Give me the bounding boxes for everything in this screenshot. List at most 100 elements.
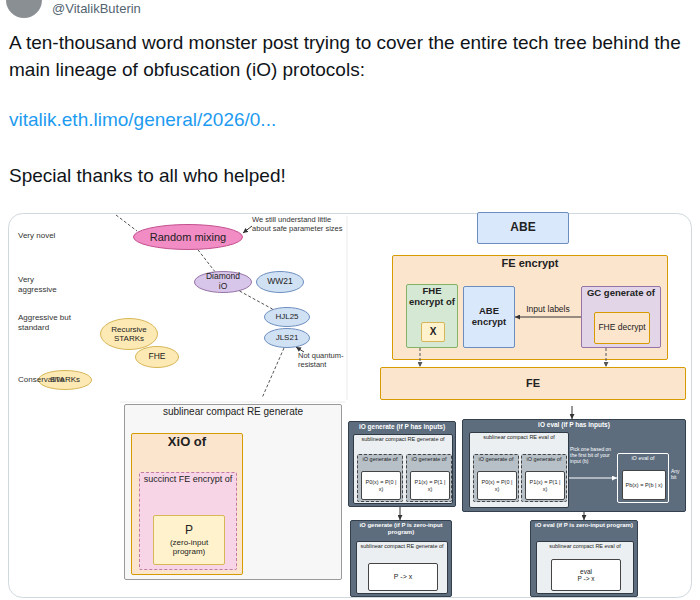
connector (420, 348, 421, 367)
node-text: iO generate of (527, 456, 562, 462)
connector (569, 478, 617, 479)
node-text: JLS21 (276, 333, 299, 342)
node-text: FHE encrypt of (409, 286, 455, 308)
note-pointer (296, 347, 304, 352)
tweet-text: vitalik.eth.limo/general/2026/0... (9, 107, 509, 134)
node-text: iO eval (if P is zero-input program) (535, 522, 633, 529)
ellipse-shape (136, 347, 179, 368)
note-label: Not quantum-resistant (298, 351, 346, 369)
node-text: sublinear compact RE eval of (549, 543, 621, 549)
node-text: P1(x) = P(1 | x) (413, 479, 447, 492)
node-text: Random mixing (150, 231, 226, 244)
note-label: Aggressive but standard (18, 313, 84, 332)
node-text: (zero-input program) (156, 538, 222, 556)
note-label: We still understand little about safe pa… (252, 215, 344, 233)
node-text: iO generate of (363, 456, 398, 462)
process-box: P -> x (368, 563, 438, 591)
node-text: X (430, 326, 437, 338)
connector (515, 317, 581, 318)
note-label: Very aggressive (18, 275, 66, 294)
node-text: eval (580, 568, 592, 575)
tweet-text: Special thanks to all who helped! (9, 163, 509, 190)
node-text: FE encrypt (502, 257, 559, 270)
panel-divider (120, 402, 345, 403)
group-box: FHE encrypt of X (406, 284, 458, 348)
node-text: sublinear compact RE generate of (361, 436, 444, 442)
node-text: iO generate of (412, 456, 447, 462)
process-box: P(zero-input program) (153, 515, 225, 565)
avatar (6, 0, 42, 18)
process-box: P1(x) = P(1 | x) (410, 471, 450, 500)
group-box: XiO of succinct FE encrypt ofP(zero-input… (131, 433, 243, 575)
group-box: iO generate of P1(x) = P(1 | x) (406, 454, 452, 502)
node-text: XiO of (168, 435, 206, 450)
node-text: sublinear compact RE generate of (360, 543, 443, 549)
node-text: P -> x (577, 575, 594, 582)
node-text: iO generate of (479, 456, 514, 462)
node-text: ABE (510, 221, 535, 235)
node-text: P0(x) = P(0 | x) (364, 479, 398, 492)
ellipse-node: Diamond iO (194, 271, 252, 293)
process-box: FE (380, 367, 686, 400)
note-label: Very novel (18, 231, 82, 241)
node-text: HJL25 (275, 312, 298, 321)
process-box: P0(x) = P(0 | x) (477, 471, 517, 500)
node-text: sublinear compact RE eval of (483, 434, 555, 440)
node-text: FE (526, 377, 540, 390)
node-text: GC generate of (587, 288, 655, 299)
group-box: iO eval (if P has inputs) sublinear compa… (462, 419, 686, 512)
image-card (9, 214, 692, 598)
process-box: P0(x) = P(0 | x) (361, 471, 401, 500)
group-box: GC generate of FHE decrypt (581, 286, 661, 348)
node-text: iO generate (if P has inputs) (359, 423, 445, 430)
node-text: FHE decrypt (598, 323, 645, 333)
group-box: sublinear compact RE generate of P -> x (356, 541, 448, 594)
process-box: Pb(x) = P(b | x) (622, 470, 666, 500)
node-text: P (185, 524, 193, 538)
connector (240, 291, 273, 309)
node-text: P -> x (394, 573, 412, 581)
node-text: STARKs (50, 375, 80, 384)
ellipse-node: WW21 (256, 271, 304, 293)
process-box: FHE decrypt (594, 312, 650, 344)
ellipse-node: STARKs (38, 370, 92, 390)
panel-divider (347, 216, 348, 400)
group-box: sublinear compact RE eval of iO generate … (469, 432, 569, 508)
connector (606, 348, 607, 367)
group-box: iO generate (if P has inputs) sublinear c… (348, 421, 456, 507)
process-box: P1(x) = P(1 | x) (525, 471, 565, 500)
process-box: ABE encrypt (463, 286, 515, 348)
node-text: iO generate (if P is zero-input program) (353, 522, 449, 536)
node-text: FHE (149, 352, 166, 362)
group-box: iO eval of Pb(x) = P(b | x) (617, 453, 669, 503)
node-text: ABE encrypt (466, 306, 512, 328)
ellipse-shape (265, 308, 310, 327)
group-box: iO generate (if P is zero-input program)… (350, 520, 452, 597)
ellipse-node: HJL25 (264, 307, 310, 327)
dashed-lineage-line (116, 215, 137, 231)
node-text: iO eval of (631, 455, 654, 461)
dashed-lineage-line (262, 348, 284, 398)
group-box: iO generate of P1(x) = P(1 | x) (521, 454, 567, 502)
process-box: ABE (477, 212, 569, 244)
ellipse-shape (39, 371, 92, 390)
ellipse-shape (134, 225, 243, 250)
tweet-text: @VitalikButerin (52, 0, 272, 18)
group-box: succinct FE encrypt ofP(zero-input progr… (139, 472, 237, 570)
group-box: FE encryptFHE encrypt of X ABE encrypt GC g… (392, 255, 668, 360)
node-text: P1(x) = P(1 | x) (528, 479, 562, 492)
ellipse-shape (265, 329, 310, 348)
node-text: iO eval (if P has inputs) (538, 421, 610, 428)
node-text: Pb(x) = P(b | x) (625, 482, 662, 488)
incoming-arrow (572, 406, 573, 419)
process-box: evalP -> x (551, 559, 621, 591)
ellipse-shape (101, 319, 158, 350)
group-box: iO generate of P0(x) = P(0 | x) (357, 454, 403, 502)
group-box: sublinear compact RE eval of evalP -> x (536, 541, 634, 594)
node-text: Recursive STARKs (107, 325, 151, 343)
note-pointer (243, 226, 252, 233)
ellipse-shape (195, 272, 252, 293)
ellipse-node: Recursive STARKs (100, 318, 158, 350)
group-box: sublinear compact RE generate of iO gener… (353, 434, 453, 504)
